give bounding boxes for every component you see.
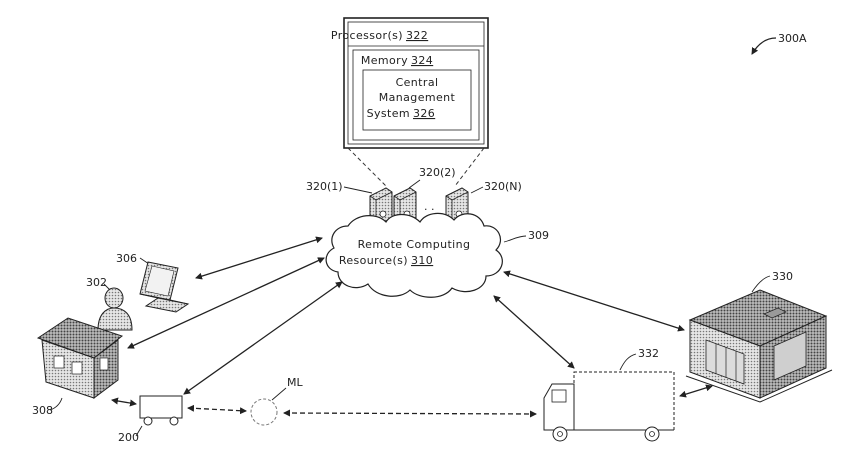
server-leader-n bbox=[470, 186, 484, 194]
cloud-title: Remote Computing bbox=[358, 238, 471, 251]
memory-ref: 324 bbox=[411, 54, 433, 67]
user-label: 302 bbox=[86, 276, 107, 289]
ml-location-icon bbox=[250, 398, 278, 426]
arrow-laptop-cloud bbox=[195, 236, 323, 280]
server-label-n: 320(N) bbox=[484, 180, 522, 193]
cloud-ref: 310 bbox=[411, 254, 433, 267]
robot-icon bbox=[139, 395, 183, 426]
arrow-robot-cloud bbox=[183, 281, 343, 395]
house-label: 308 bbox=[32, 404, 53, 417]
arrow-cloud-warehouse bbox=[503, 270, 685, 332]
laptop-icon bbox=[139, 261, 190, 313]
user-icon bbox=[97, 287, 133, 331]
warehouse-icon bbox=[685, 289, 833, 403]
cloud-subtitle: Resource(s) bbox=[339, 254, 408, 267]
server-leader-1 bbox=[343, 186, 373, 194]
cms-ref: 326 bbox=[413, 107, 435, 120]
figure-label: 300A bbox=[778, 32, 807, 45]
truck-icon bbox=[543, 371, 675, 442]
warehouse-label: 330 bbox=[772, 270, 793, 283]
ml-leader bbox=[271, 387, 287, 401]
server-leader-2 bbox=[408, 179, 421, 189]
cloud-shape bbox=[325, 212, 503, 298]
projection-line-right bbox=[454, 147, 485, 187]
laptop-label: 306 bbox=[116, 252, 137, 265]
robot-label: 200 bbox=[118, 431, 139, 444]
projection-line-left bbox=[347, 147, 387, 187]
cloud-label-leader bbox=[503, 235, 527, 243]
server-label-2: 320(2) bbox=[419, 166, 456, 179]
cms-line2: Management bbox=[379, 91, 456, 104]
cloud-label: 309 bbox=[528, 229, 549, 242]
central-management-system-box: Central Management System 326 bbox=[362, 69, 472, 131]
arrow-robot-ml bbox=[187, 404, 247, 415]
arrow-truck-warehouse bbox=[679, 384, 713, 398]
arrow-ml-truck bbox=[283, 409, 537, 418]
truck-leader bbox=[619, 353, 637, 371]
ml-label: ML bbox=[287, 376, 303, 389]
cms-line1: Central bbox=[396, 76, 439, 89]
truck-label: 332 bbox=[638, 347, 659, 360]
figure-label-arrow bbox=[751, 37, 777, 55]
house-leader bbox=[49, 397, 63, 411]
house-icon bbox=[36, 317, 124, 399]
arrow-cloud-truck bbox=[493, 295, 575, 369]
processor-ref: 322 bbox=[406, 29, 428, 42]
warehouse-leader bbox=[751, 275, 771, 293]
cms-line3: System bbox=[367, 107, 410, 120]
robot-leader bbox=[135, 425, 143, 437]
server-ellipsis: . . bbox=[424, 200, 435, 213]
server-label-1: 320(1) bbox=[306, 180, 343, 193]
memory-label: Memory bbox=[361, 54, 408, 67]
arrow-house-robot bbox=[111, 397, 137, 407]
processor-label: Processor(s) bbox=[331, 29, 403, 42]
